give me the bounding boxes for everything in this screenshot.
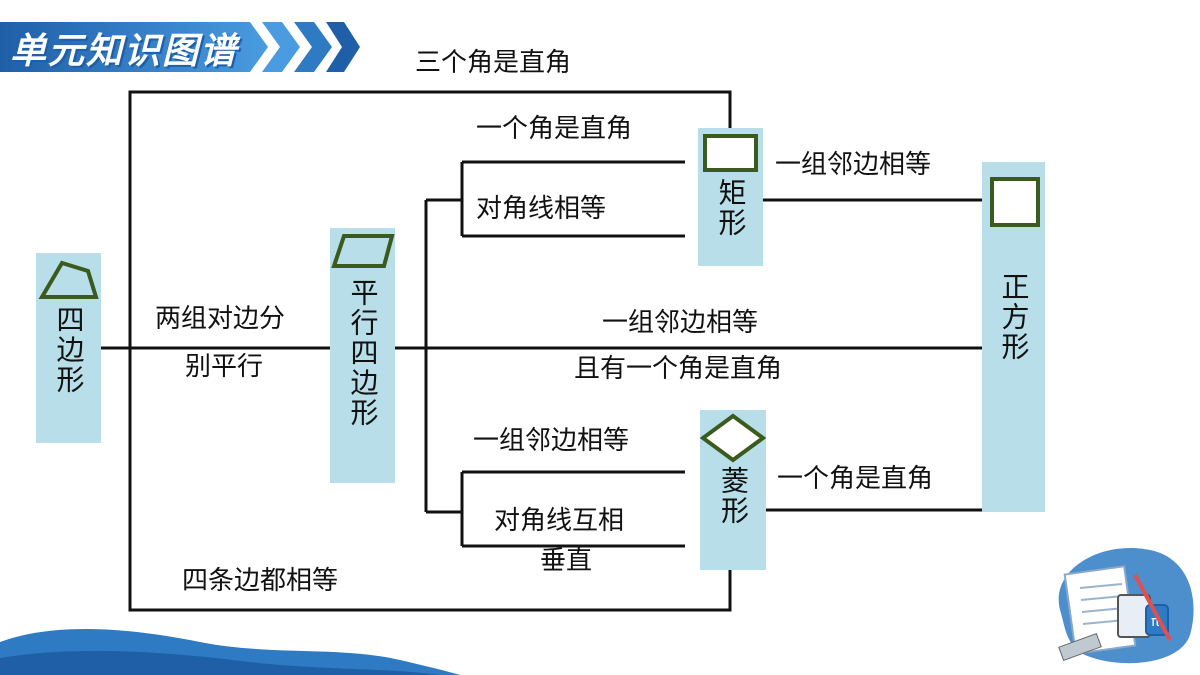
node-rectangle: 矩形 [698,128,763,266]
node-square: 正方形 [982,162,1045,512]
edge-label-opposite-sides-1: 两组对边分 [155,304,286,334]
rectangle-shape-icon [703,134,758,172]
node-rectangle-label: 矩形 [714,178,748,238]
edge-label-four-equal-sides: 四条边都相等 [182,566,339,596]
edge-label-para-to-square-2: 且有一个角是直角 [574,354,783,384]
banner-chevrons-icon [0,22,360,72]
page-title: 单元知识图谱 [10,31,239,72]
edge-label-rhombus-diagonals-1: 对角线互相 [494,506,625,536]
edge-label-rhombus-to-square: 一个角是直角 [777,464,934,494]
edge-label-rhombus-adjacent: 一组邻边相等 [473,426,630,456]
edge-label-rect-diagonals: 对角线相等 [476,194,607,224]
edge-label-opposite-sides-2: 别平行 [185,352,264,382]
node-rhombus: 菱形 [700,410,766,570]
square-shape-icon [990,177,1040,227]
node-rhombus-label: 菱形 [717,466,750,526]
edge-label-para-to-square-1: 一组邻边相等 [602,308,759,338]
parallelogram-shape-icon [331,234,395,268]
node-square-label: 正方形 [997,272,1031,362]
node-parallelogram: 平行四边形 [330,228,395,483]
title-banner [0,18,360,76]
edge-label-three-right-angles: 三个角是直角 [415,48,572,78]
quadrilateral-shape-icon [38,260,99,299]
decorative-wave [0,628,460,675]
edge-label-rect-to-square: 一组邻边相等 [775,150,932,180]
edge-label-rect-right-angle: 一个角是直角 [476,114,633,144]
svg-text:π: π [1151,614,1160,630]
rhombus-shape-icon [700,413,766,463]
edge-label-rhombus-diagonals-2: 垂直 [540,546,593,576]
node-quadrilateral: 四边形 [36,253,101,443]
node-quadrilateral-label: 四边形 [52,305,86,395]
math-illustration-icon: π [1058,548,1194,664]
node-parallelogram-label: 平行四边形 [346,278,380,428]
